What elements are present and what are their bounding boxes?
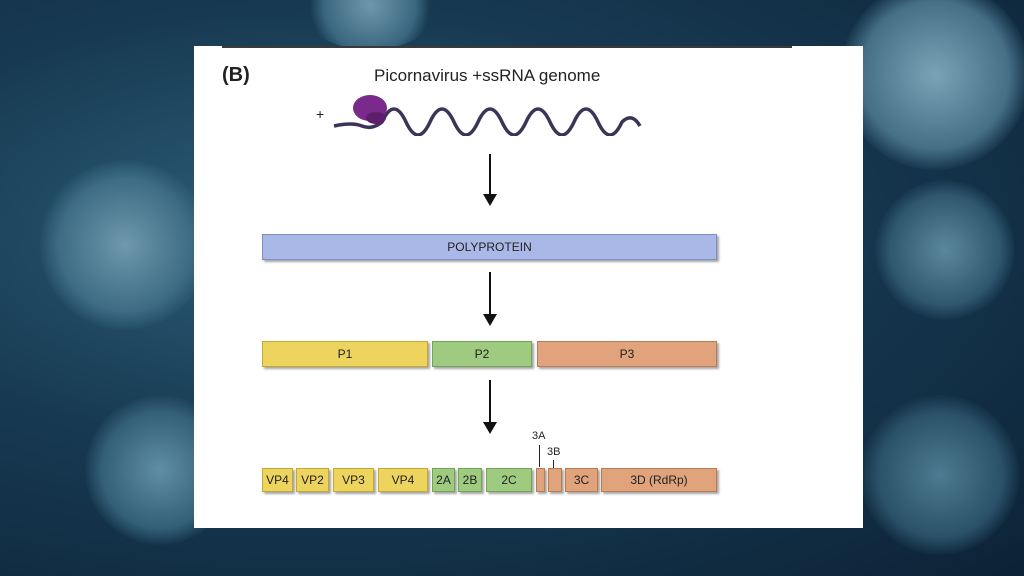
top-rule	[222, 46, 792, 48]
panel-label: (B)	[222, 64, 250, 86]
protein-2a: 2A	[432, 468, 455, 492]
diagram-slide: (B) Picornavirus +ssRNA genome + POLYPRO…	[194, 46, 863, 528]
protein-vp2: VP2	[296, 468, 329, 492]
precursor-p1: P1	[262, 341, 428, 367]
arrow-down-icon	[483, 154, 497, 206]
tick-3a	[539, 445, 540, 467]
plus-sign: +	[316, 106, 325, 122]
label-3b: 3B	[547, 446, 561, 458]
precursor-p3: P3	[537, 341, 717, 367]
virus-particle-image	[860, 395, 1020, 555]
precursor-p2: P2	[432, 341, 532, 367]
virus-particle-image	[840, 0, 1024, 170]
virus-particle-image	[300, 0, 440, 50]
virus-particle-image	[875, 180, 1015, 320]
protein-3c: 3C	[565, 468, 598, 492]
polyprotein-label: POLYPROTEIN	[447, 240, 532, 254]
protein-2c: 2C	[486, 468, 532, 492]
virus-particle-image	[40, 160, 210, 330]
protein-2b: 2B	[458, 468, 482, 492]
arrow-down-icon	[483, 380, 497, 434]
rna-genome-strand	[333, 95, 642, 136]
genome-title: Picornavirus +ssRNA genome	[374, 66, 601, 85]
arrow-down-icon	[483, 272, 497, 326]
protein-vp4-second: VP4	[378, 468, 428, 492]
protein-3a	[536, 468, 545, 492]
label-3a: 3A	[532, 430, 546, 442]
protein-vp3: VP3	[333, 468, 374, 492]
protein-3b	[548, 468, 562, 492]
tick-3b	[553, 460, 554, 474]
protein-vp4: VP4	[262, 468, 293, 492]
protein-3d-rdrp: 3D (RdRp)	[601, 468, 717, 492]
polyprotein-bar: POLYPROTEIN	[262, 234, 717, 260]
